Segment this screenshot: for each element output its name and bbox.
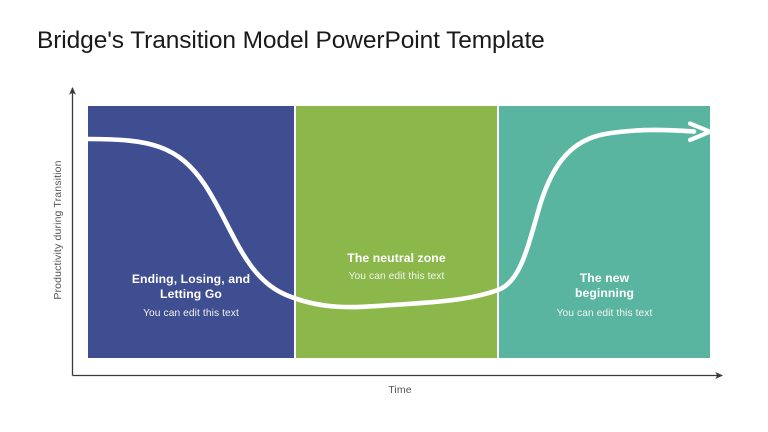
page-title: Bridge's Transition Model PowerPoint Tem…	[37, 27, 545, 54]
phase-title-line-1: Ending, Losing, and	[131, 272, 251, 286]
phase-block-neutral-zone[interactable]: The neutral zone You can edit this text	[296, 106, 497, 358]
phase-title-line-1: The neutral zone	[347, 251, 446, 265]
phase-title-line-2: Letting Go	[160, 286, 222, 301]
phase-block-new-beginning[interactable]: The new beginning You can edit this text	[499, 106, 710, 358]
x-axis-label: Time	[388, 384, 412, 396]
phase-block-ending[interactable]: Ending, Losing, and Letting Go You can e…	[88, 106, 294, 358]
phase-text-group: The new beginning You can edit this text	[499, 271, 710, 320]
phase-title: The new beginning	[505, 271, 704, 301]
phase-subtitle: You can edit this text	[348, 270, 445, 282]
phase-title-line-2: beginning	[574, 285, 635, 300]
phase-text-group: The neutral zone You can edit this text	[296, 251, 497, 283]
phase-title: Ending, Losing, and Letting Go	[94, 272, 288, 302]
y-axis-label: Productivity during Transition	[52, 160, 64, 300]
phase-title: The neutral zone	[302, 251, 491, 266]
phase-text-group: Ending, Losing, and Letting Go You can e…	[88, 272, 294, 320]
phase-subtitle: You can edit this text	[556, 307, 653, 319]
phase-title-line-1: The new	[579, 271, 630, 285]
phase-subtitle: You can edit this text	[143, 307, 239, 319]
